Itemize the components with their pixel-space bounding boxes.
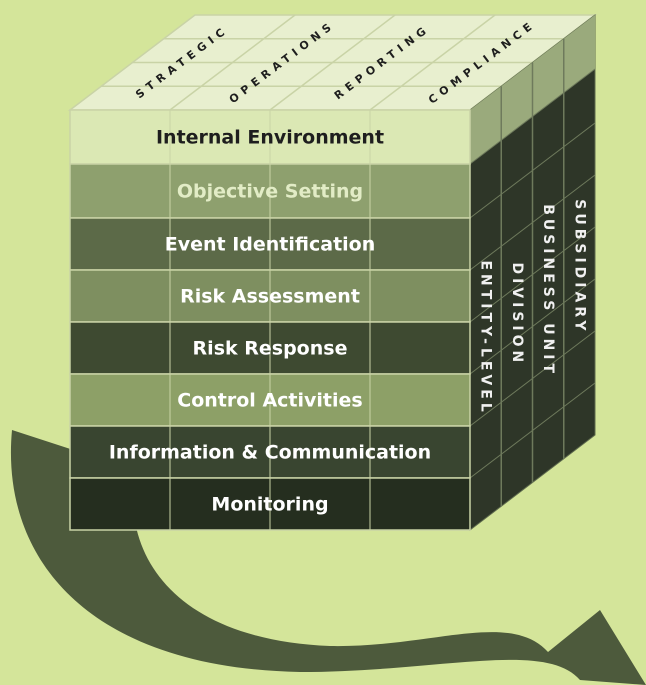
component-label: Event Identification <box>165 234 376 256</box>
unit-label-subsidiary: SUBSIDIARY <box>571 199 587 334</box>
side-row-line <box>469 174 596 271</box>
component-label: Monitoring <box>211 494 328 516</box>
component-label: Risk Response <box>193 338 348 360</box>
cycle-arrow <box>10 430 646 685</box>
side-row-line <box>469 330 596 427</box>
side-row-line <box>469 68 596 165</box>
unit-label-business-unit: BUSINESS UNIT <box>540 204 556 377</box>
component-label: Control Activities <box>177 390 362 412</box>
component-label: Internal Environment <box>156 127 384 149</box>
unit-label-entity-level: ENTITY-LEVEL <box>478 260 494 415</box>
component-label: Information & Communication <box>109 442 431 464</box>
component-label: Risk Assessment <box>180 286 360 308</box>
unit-label-division: DIVISION <box>509 262 525 366</box>
side-row-line <box>469 278 596 375</box>
side-row-line <box>469 226 596 323</box>
side-row-line <box>469 122 596 219</box>
component-label: Objective Setting <box>177 181 363 203</box>
side-row-line <box>469 382 596 479</box>
